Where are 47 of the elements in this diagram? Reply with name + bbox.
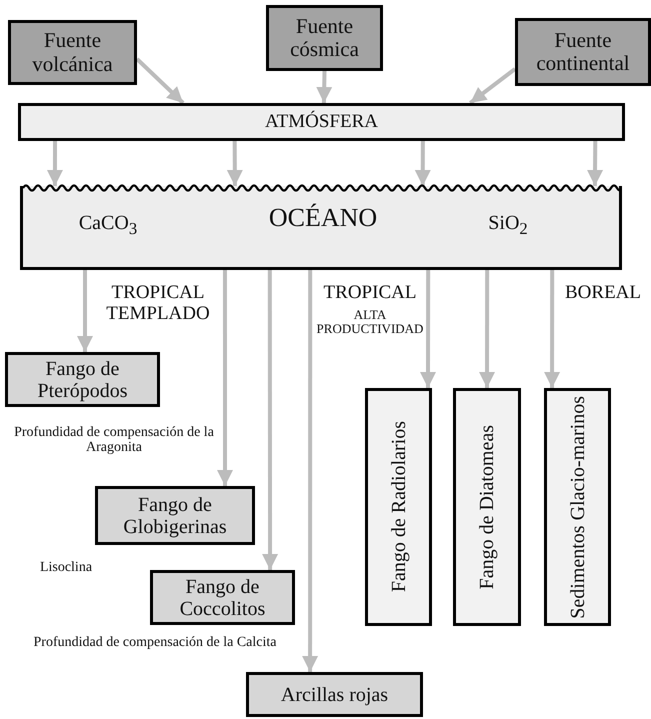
box-label: Fango de Radiolarios bbox=[386, 421, 410, 593]
sediment-box bbox=[246, 672, 423, 717]
depth-label: Profundidad de compensación de la Aragonita bbox=[13, 425, 215, 456]
arrow bbox=[544, 270, 560, 388]
box-label: Fango de Coccolitos bbox=[178, 576, 266, 620]
source-box bbox=[266, 5, 383, 71]
box-label: Sedimentos Glacio-marinos bbox=[566, 396, 590, 618]
arrow bbox=[46, 141, 63, 186]
sediment-column bbox=[365, 388, 432, 626]
sediment-box bbox=[150, 570, 295, 625]
ocean-basin bbox=[20, 186, 622, 270]
depth-label: Profundidad de compensación de la Calcita bbox=[32, 635, 278, 650]
arrow bbox=[316, 70, 332, 104]
zone-label: ALTA PRODUCTIVIDAD bbox=[316, 308, 424, 337]
sediment-box bbox=[5, 352, 160, 407]
box-label: Arcillas rojas bbox=[280, 684, 390, 706]
atmosphere-band bbox=[18, 103, 625, 141]
arrow bbox=[302, 270, 318, 672]
box-label: Fuente volcánica bbox=[31, 29, 114, 76]
sediment-column bbox=[453, 388, 521, 626]
box-label: Fango de Globigerinas bbox=[122, 494, 228, 538]
arrow bbox=[136, 58, 184, 104]
arrow bbox=[262, 270, 278, 570]
box-label: ATMÓSFERA bbox=[264, 112, 379, 132]
box-label: Fango de Pterópodos bbox=[36, 358, 128, 402]
arrow bbox=[217, 270, 233, 486]
arrow bbox=[226, 141, 243, 186]
arrow bbox=[469, 67, 516, 105]
zone-label: BOREAL bbox=[564, 283, 642, 304]
box-label: Fango de Diatomeas bbox=[475, 424, 499, 590]
basin-label: OCÉANO bbox=[268, 204, 378, 233]
arrow bbox=[420, 270, 436, 388]
zone-label: TROPICAL TEMPLADO bbox=[105, 283, 211, 325]
sediment-column bbox=[544, 388, 611, 626]
arrow bbox=[76, 270, 93, 352]
arrow bbox=[414, 141, 431, 186]
basin-label: CaCO$_{3}$ bbox=[78, 212, 138, 238]
source-box bbox=[515, 18, 651, 86]
source-box bbox=[8, 20, 137, 85]
box-label: Fuente cósmica bbox=[289, 14, 360, 62]
basin-label: SiO$_{2}$ bbox=[487, 212, 529, 238]
zone-label: TROPICAL bbox=[322, 283, 418, 304]
arrow bbox=[479, 270, 496, 388]
sediment-box bbox=[95, 486, 255, 545]
arrow bbox=[587, 140, 604, 186]
depth-label: Lisoclina bbox=[38, 560, 94, 576]
box-label: Fuente continental bbox=[535, 28, 631, 76]
